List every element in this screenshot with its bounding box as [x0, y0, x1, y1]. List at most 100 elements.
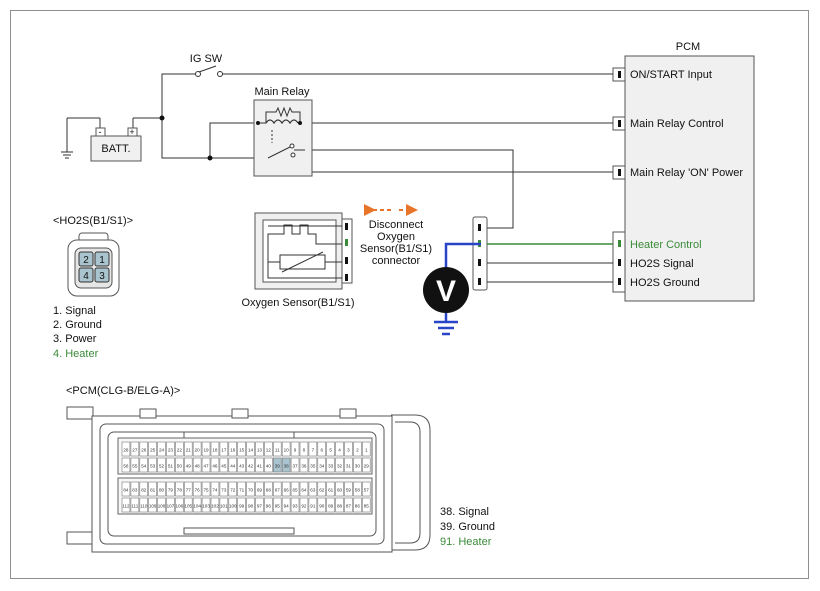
pcm-pin-cell — [166, 481, 175, 497]
pcm-pin-label: 48 — [195, 464, 201, 469]
pcm-pin-cell — [228, 481, 238, 497]
pcm-legend-2: 39. Ground — [440, 521, 495, 533]
pcm-pin-label: 74 — [212, 488, 218, 493]
pcm-pin-cell — [175, 441, 184, 457]
pcm-pin-cell — [192, 457, 202, 473]
pcm-pin-label: 83 — [132, 488, 138, 493]
pcm-pin-cell — [148, 457, 157, 473]
pcm-pin-cell — [246, 481, 255, 497]
pcm-legend-1: 38. Signal — [440, 506, 489, 518]
pcm-pin-cell — [264, 481, 273, 497]
pcm-pin-cell — [192, 497, 202, 513]
pcm-pin-cell — [272, 441, 282, 457]
pcm-pin-label: 57 — [364, 488, 370, 493]
pcm-pin-label: 82 — [141, 488, 147, 493]
pcm-pin-label: 15 — [239, 448, 245, 453]
pcm-pin-label: 100 — [229, 504, 237, 509]
pcm-pin-cell — [255, 497, 264, 513]
pcm-pin-label: 10 — [284, 448, 290, 453]
pcm-pin-label: 35 — [310, 464, 316, 469]
pcm-pin-label: 1 — [365, 448, 368, 453]
harness-connector — [472, 216, 488, 291]
pcm-pin-label: 64 — [301, 488, 307, 493]
ho2s-title: <HO2S(B1/S1)> — [53, 215, 133, 227]
pcm-pin-label: 42 — [248, 464, 254, 469]
pcm-pin-cell — [192, 441, 202, 457]
ho2s-legend-2: 2. Ground — [53, 319, 102, 331]
pcm-pin-cell — [201, 441, 211, 457]
pcm-pin-label: 33 — [328, 464, 334, 469]
pcm-pin-label: 94 — [284, 504, 290, 509]
pcm-pin-cell — [192, 481, 202, 497]
pcm-pin-label: 38 — [284, 464, 290, 469]
terminal-main-relay-on-power: Main Relay 'ON' Power — [630, 167, 743, 179]
pcm-pin-label: 109 — [149, 504, 157, 509]
pcm-pin-cell — [139, 497, 149, 513]
pcm-pin-cell — [344, 457, 353, 473]
voltmeter-symbol: V — [436, 275, 456, 308]
pcm-pin-label: 80 — [159, 488, 165, 493]
pcm-pin-label: 43 — [239, 464, 245, 469]
pcm-pin-cell — [210, 457, 220, 473]
pcm-pin-label: 28 — [123, 448, 129, 453]
pcm-pin-cell — [281, 457, 291, 473]
pcm-pin-cell — [317, 457, 326, 473]
pcm-pin-label: 69 — [257, 488, 263, 493]
pcm-pin-label: 61 — [328, 488, 334, 493]
pcm-pin-cell — [335, 457, 344, 473]
ho2s-pin-4: 4 — [83, 271, 89, 282]
pcm-pin-cell — [237, 481, 246, 497]
pcm-pin-label: 62 — [319, 488, 325, 493]
pcm-pin-cell — [353, 481, 362, 497]
pcm-pin-cell — [237, 441, 246, 457]
pcm-pin-label: 99 — [239, 504, 245, 509]
pcm-pin-label: 5 — [329, 448, 332, 453]
pcm-pin-label: 110 — [140, 504, 148, 509]
pcm-pin-cell — [157, 481, 166, 497]
pcm-pin-cell — [157, 457, 166, 473]
pcm-pin-cell — [299, 441, 309, 457]
pcm-pin-label: 29 — [364, 464, 370, 469]
pcm-pin-label: 21 — [186, 448, 192, 453]
terminal-on-start: ON/START Input — [630, 69, 712, 81]
pcm-title: PCM — [676, 41, 700, 53]
pcm-pin-cell — [264, 441, 273, 457]
ho2s-pin-2: 2 — [83, 255, 89, 266]
pcm-pin-label: 97 — [257, 504, 263, 509]
pcm-pin-cell — [281, 481, 291, 497]
pcm-pin-cell — [166, 441, 175, 457]
pcm-pin-label: 63 — [310, 488, 316, 493]
battery-label: BATT. — [101, 143, 130, 155]
terminal-ho2s-signal: HO2S Signal — [630, 258, 694, 270]
ig-sw-label: IG SW — [190, 53, 223, 65]
pcm-pin-label: 93 — [292, 504, 298, 509]
pcm-pin-cell — [353, 457, 362, 473]
ho2s-pin-1: 1 — [99, 255, 105, 266]
pcm-pin-cell — [264, 497, 273, 513]
pcm-pin-label: 47 — [203, 464, 209, 469]
pcm-pin-cell — [353, 441, 362, 457]
pcm-pin-cell — [317, 481, 326, 497]
pcm-pin-cell — [299, 481, 309, 497]
pcm-pin-label: 73 — [221, 488, 227, 493]
pcm-pin-cell — [228, 441, 238, 457]
pcm-pin-label: 89 — [328, 504, 334, 509]
pcm-pin-label: 104 — [193, 504, 201, 509]
pcm-pin-cell — [264, 457, 273, 473]
pcm-pin-cell — [326, 481, 335, 497]
pcm-pin-label: 102 — [211, 504, 219, 509]
pcm-pin-cell — [148, 481, 157, 497]
pcm-pin-label: 75 — [203, 488, 209, 493]
pcm-pin-cell — [139, 457, 149, 473]
disconnect-line-4: connector — [372, 255, 421, 267]
pcm-pin-cell — [175, 497, 184, 513]
disconnect-line-2: Oxygen — [377, 231, 415, 243]
pcm-pin-cell — [184, 457, 193, 473]
pcm-pin-cell — [228, 457, 238, 473]
pcm-pin-cell — [210, 481, 220, 497]
ho2s-legend-3: 3. Power — [53, 333, 97, 345]
pcm-pin-cell — [290, 481, 300, 497]
pcm-pin-cell — [121, 497, 131, 513]
